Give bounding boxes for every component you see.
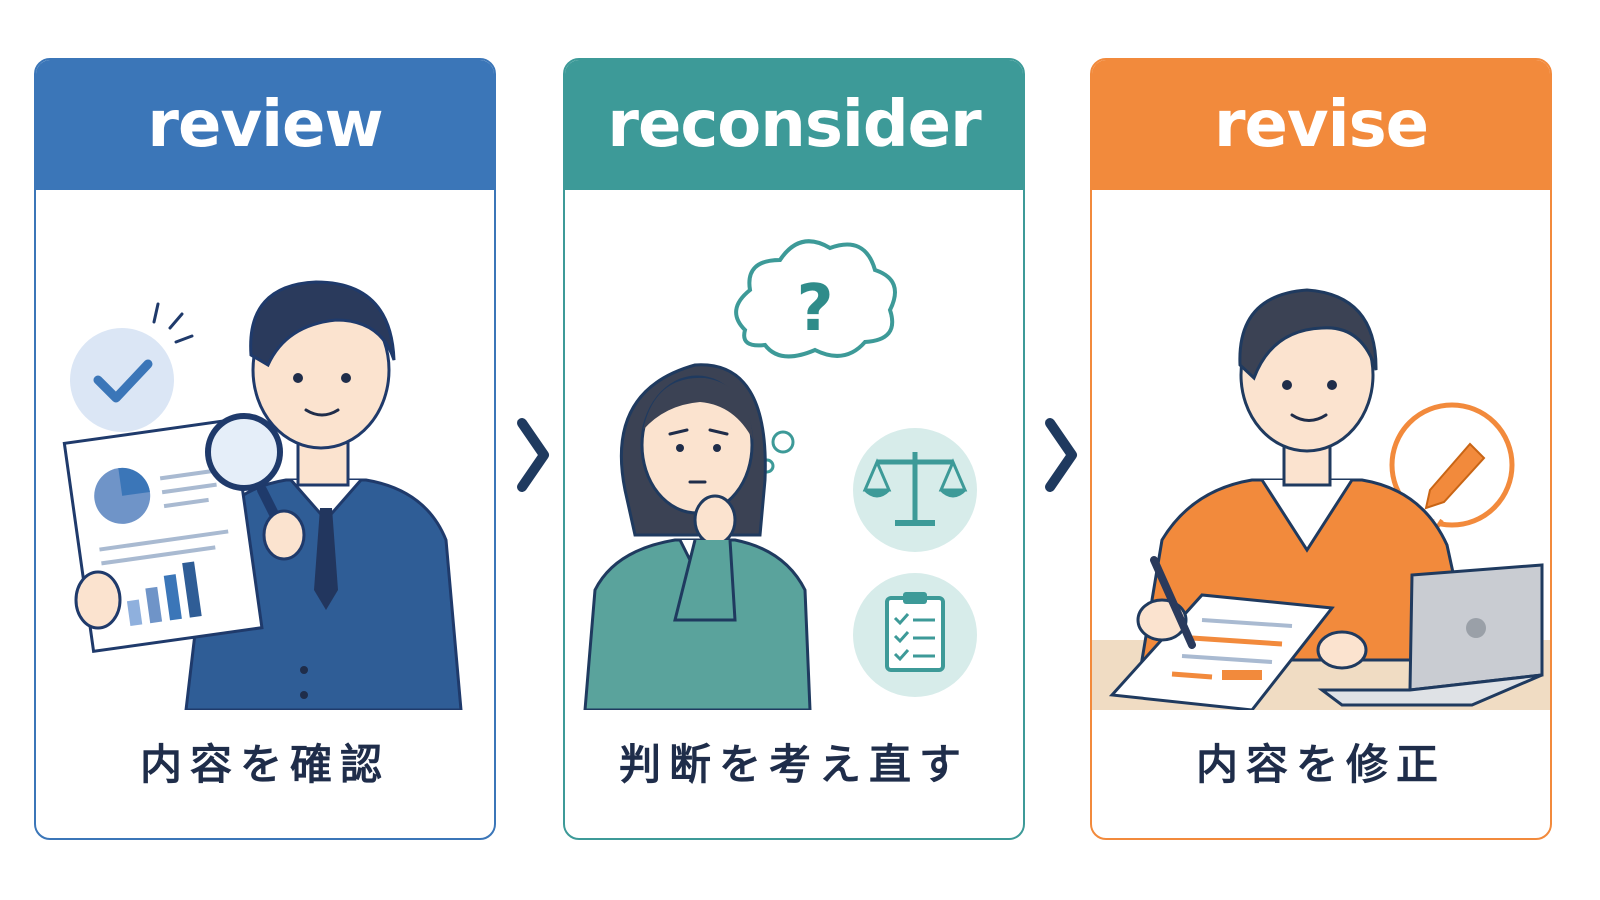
step-caption-review: 内容を確認 xyxy=(139,740,390,789)
step-caption-reconsider: 判断を考え直す xyxy=(618,740,969,789)
step-card-revise: revise xyxy=(1090,58,1552,840)
edited-document-icon xyxy=(1108,593,1335,710)
step-caption-revise: 内容を修正 xyxy=(1195,740,1446,789)
step-title-reconsider: reconsider xyxy=(565,60,1023,190)
magnifier-icon xyxy=(205,413,306,561)
thought-bubble-icon: ? xyxy=(734,239,897,474)
step-title-revise: revise xyxy=(1092,60,1550,190)
chevron-right-icon xyxy=(1045,418,1077,492)
person-editing-document-with-pencil-icon xyxy=(1092,288,1550,710)
chevron-right-icon xyxy=(517,418,549,492)
person-inspecting-document-with-magnifier-icon xyxy=(62,280,463,710)
pencil-badge-icon xyxy=(1389,402,1515,539)
clipboard-checklist-icon xyxy=(853,573,977,697)
step-title-review: review xyxy=(36,60,494,190)
check-badge-icon xyxy=(70,328,174,432)
step-card-reconsider: reconsider ? xyxy=(563,58,1025,840)
step-card-review: review xyxy=(34,58,496,840)
person-thinking-with-question-bubble-icon: ? xyxy=(583,239,977,710)
svg-text:?: ? xyxy=(796,272,833,346)
laptop-icon xyxy=(1317,563,1544,707)
scales-icon xyxy=(853,428,977,552)
